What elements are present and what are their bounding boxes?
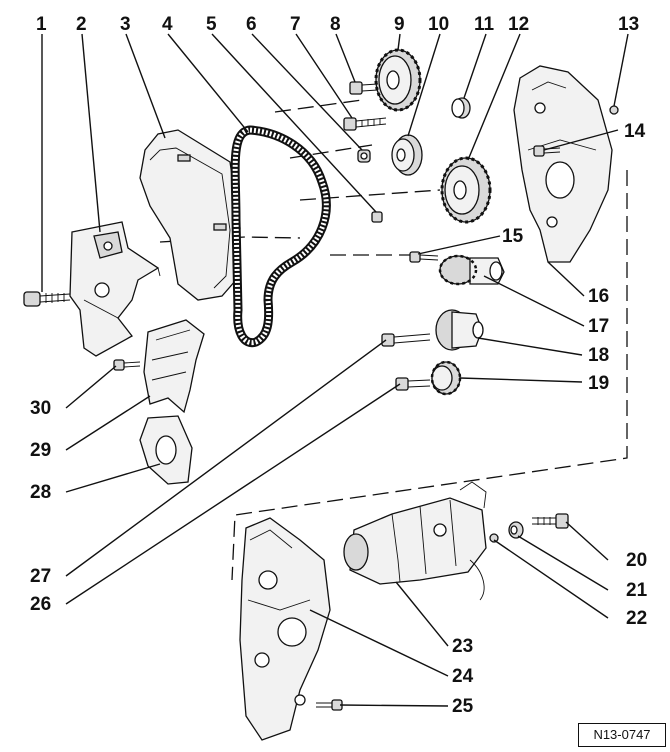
callout-3: 3 <box>120 14 131 35</box>
callout-10: 10 <box>428 14 449 35</box>
nut-part-6 <box>357 149 371 163</box>
callout-13: 13 <box>618 14 639 35</box>
callout-1: 1 <box>36 14 47 35</box>
callout-6: 6 <box>246 14 257 35</box>
bolt-part-20 <box>532 513 569 529</box>
pump-sprocket <box>440 156 492 224</box>
callout-29: 29 <box>30 440 51 461</box>
callout-27: 27 <box>30 566 51 587</box>
lower-timing-belt-cover <box>143 319 205 414</box>
callout-12: 12 <box>508 14 529 35</box>
callout-22: 22 <box>626 608 647 629</box>
timing-belt <box>230 125 331 348</box>
leader-lines <box>41 33 629 707</box>
injection-pump <box>343 481 487 601</box>
camshaft-sprocket <box>374 48 422 112</box>
callout-15: 15 <box>502 226 524 247</box>
coolant-pump <box>438 254 505 286</box>
bushing-part-11 <box>451 97 471 119</box>
callout-5: 5 <box>206 14 217 35</box>
crankshaft-sprocket <box>430 360 462 396</box>
callout-2: 2 <box>76 14 87 35</box>
callout-16: 16 <box>588 286 609 307</box>
figure-reference-label: N13-0747 <box>578 723 666 747</box>
callout-23: 23 <box>452 636 473 657</box>
callout-7: 7 <box>290 14 301 35</box>
callout-8: 8 <box>330 14 341 35</box>
callout-25: 25 <box>452 696 474 717</box>
bolt-part-30 <box>113 359 141 371</box>
callout-24: 24 <box>452 666 474 687</box>
callout-21: 21 <box>626 580 648 601</box>
bolt-part-27 <box>381 333 431 347</box>
callout-26: 26 <box>30 594 51 615</box>
callout-19: 19 <box>588 373 609 394</box>
injection-pump-bracket <box>239 517 331 741</box>
tensioner-roller <box>391 134 423 176</box>
callout-11: 11 <box>474 14 495 35</box>
nut-part-22 <box>489 533 499 543</box>
upper-timing-belt-cover <box>139 129 241 301</box>
callout-28: 28 <box>30 482 51 503</box>
bolt-part-15 <box>409 251 439 263</box>
callout-30: 30 <box>30 398 51 419</box>
callout-20: 20 <box>626 550 647 571</box>
bolt-part-25 <box>316 699 343 711</box>
callout-4: 4 <box>162 14 173 35</box>
seal-plate <box>139 415 193 485</box>
rear-cover-plate <box>513 65 613 263</box>
callout-14: 14 <box>624 121 646 142</box>
bolt-part-13 <box>609 105 619 115</box>
callout-numbers: 1 2 3 4 5 6 7 8 9 10 11 12 13 14 15 16 1… <box>30 14 648 717</box>
nut-part-5 <box>371 211 383 223</box>
washer-part-21 <box>508 521 524 539</box>
engine-mount-bracket <box>69 221 161 357</box>
bolt-part-8 <box>349 81 379 95</box>
callout-17: 17 <box>588 316 609 337</box>
idler-roller <box>435 309 484 351</box>
bolt-part-1 <box>23 291 71 307</box>
bolt-part-26 <box>395 377 431 391</box>
callout-9: 9 <box>394 14 405 35</box>
callout-18: 18 <box>588 345 609 366</box>
bolt-part-7 <box>343 117 387 131</box>
